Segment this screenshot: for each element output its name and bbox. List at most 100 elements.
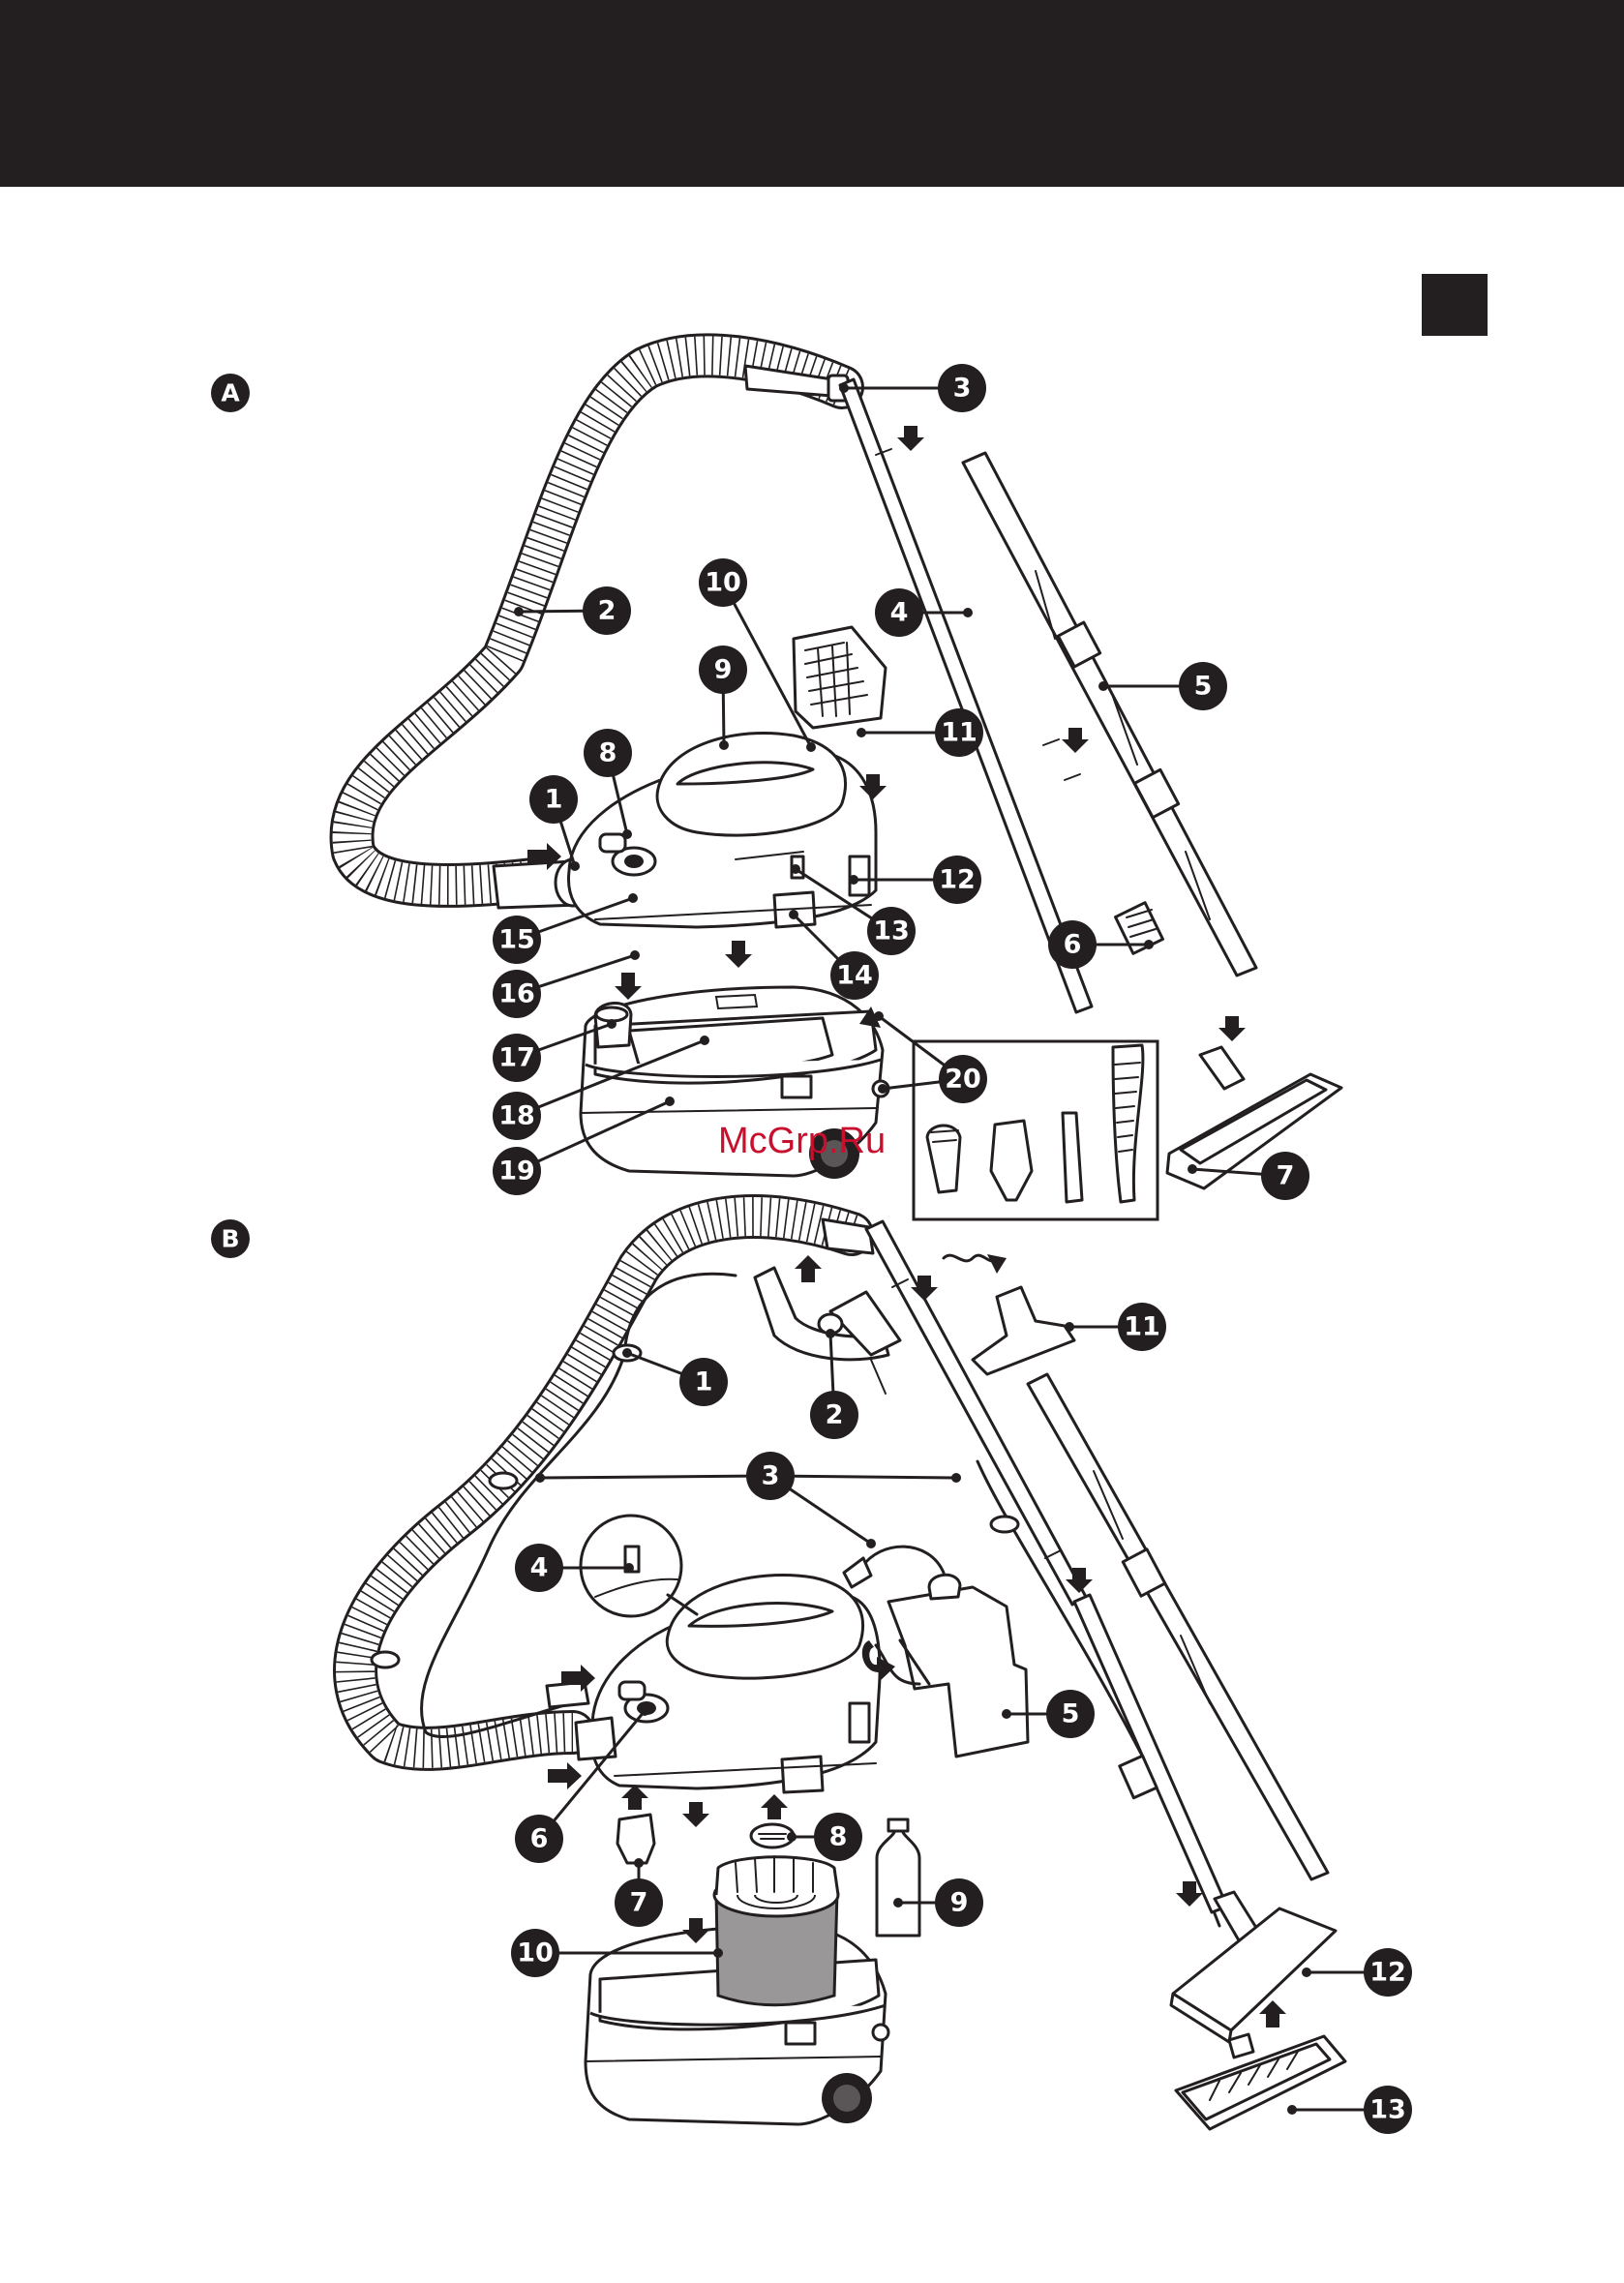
callout-anchor-dot — [839, 383, 849, 393]
callout-anchor-dot — [857, 728, 866, 737]
callout-badge: 9 — [699, 646, 747, 694]
callout-badge: 2 — [583, 586, 631, 635]
callout-anchor-dot — [866, 1539, 876, 1548]
watermark-text: McGrp.Ru — [718, 1121, 886, 1162]
callout-number: 13 — [1369, 2095, 1406, 2125]
callout-anchor-dot — [878, 1084, 887, 1094]
callout-anchor-dot — [634, 1858, 644, 1868]
callout-badge: 16 — [493, 970, 541, 1018]
callout-badge: 14 — [830, 951, 879, 1000]
callout-anchor-dot — [535, 1473, 545, 1483]
callout-number: 16 — [498, 979, 535, 1009]
callout-13: 13 — [1287, 2086, 1412, 2134]
callout-badge: 19 — [493, 1147, 541, 1195]
callout-badge: 2 — [810, 1391, 858, 1439]
callout-number: 9 — [714, 655, 733, 685]
callout-badge: 10 — [699, 558, 747, 607]
callout-badge: 4 — [875, 588, 923, 637]
callout-badge: 13 — [1364, 2086, 1412, 2134]
callout-number: 10 — [517, 1938, 554, 1968]
section-b-letter: B — [221, 1225, 239, 1253]
callout-1: 1 — [622, 1348, 728, 1406]
callout-badge: 12 — [1364, 1948, 1412, 1997]
callout-badge: 13 — [867, 907, 916, 955]
callout-anchor-dot — [826, 1329, 835, 1338]
callout-badge: 15 — [493, 916, 541, 964]
callout-number: 20 — [945, 1065, 981, 1095]
callout-anchor-dot — [789, 910, 798, 919]
callout-7: 7 — [615, 1858, 663, 1927]
callout-number: 4 — [530, 1553, 549, 1583]
callout-badge: 18 — [493, 1092, 541, 1140]
callout-anchor-dot — [665, 1096, 675, 1106]
callout-number: 11 — [941, 718, 977, 748]
section-b-drawing — [355, 1217, 1345, 2129]
callout-badge: 6 — [1048, 920, 1097, 969]
callout-anchor-dot — [874, 1011, 884, 1021]
callout-anchor-dot — [1287, 2105, 1297, 2115]
callout-number: 4 — [890, 598, 909, 628]
callout-anchor-dot — [607, 1019, 617, 1029]
callout-anchor-dot — [719, 740, 729, 750]
callout-anchor-dot — [624, 1563, 634, 1573]
callout-number: 6 — [1064, 930, 1082, 960]
section-a-letter: A — [221, 379, 240, 407]
callout-badge: 11 — [935, 708, 983, 757]
callout-badge: 7 — [1261, 1152, 1309, 1200]
callout-leader — [770, 1476, 956, 1478]
callout-number: 8 — [829, 1822, 848, 1852]
callout-anchor-dot — [1098, 681, 1108, 691]
callout-number: 1 — [695, 1367, 713, 1397]
callout-number: 8 — [599, 738, 617, 768]
callout-number: 7 — [630, 1888, 648, 1918]
callout-number: 19 — [498, 1157, 535, 1187]
callout-anchor-dot — [630, 950, 640, 960]
callout-number: 3 — [953, 374, 972, 404]
callout-number: 14 — [836, 961, 873, 991]
callout-anchor-dot — [893, 1898, 903, 1908]
callout-anchor-dot — [713, 1948, 723, 1958]
callout-number: 9 — [950, 1888, 969, 1918]
callout-badge: 3 — [746, 1452, 795, 1500]
section-a-drawing — [351, 355, 1341, 1219]
callout-badge: 12 — [933, 856, 981, 904]
callout-anchor-dot — [570, 861, 580, 871]
section-a-badge: A — [211, 374, 250, 412]
callout-badge: 9 — [935, 1878, 983, 1927]
callout-number: 6 — [530, 1824, 549, 1854]
callout-badge: 6 — [515, 1815, 563, 1863]
callout-badge: 1 — [529, 775, 578, 824]
callout-number: 12 — [1369, 1958, 1406, 1988]
callout-leader — [540, 1476, 770, 1478]
callout-badge: 5 — [1179, 662, 1227, 710]
callout-number: 2 — [598, 596, 617, 626]
callout-badge: 8 — [584, 729, 632, 777]
callout-anchor-dot — [628, 893, 638, 903]
callout-anchor-dot — [787, 1832, 797, 1842]
callout-badge: 3 — [938, 364, 986, 412]
callout-number: 2 — [826, 1400, 844, 1430]
callout-badge: 17 — [493, 1034, 541, 1082]
callout-number: 1 — [545, 785, 563, 815]
callout-anchor-dot — [951, 1473, 961, 1483]
callout-anchor-dot — [700, 1036, 709, 1045]
callout-badge: 4 — [515, 1544, 563, 1592]
callout-11: 11 — [1065, 1303, 1166, 1351]
callout-anchor-dot — [791, 864, 800, 874]
callout-number: 10 — [705, 568, 741, 598]
callout-anchor-dot — [849, 875, 858, 885]
callout-badge: 11 — [1118, 1303, 1166, 1351]
callout-badge: 10 — [511, 1929, 559, 1977]
callout-number: 5 — [1194, 672, 1213, 702]
callout-number: 5 — [1062, 1699, 1080, 1729]
callout-8: 8 — [787, 1813, 862, 1861]
callout-anchor-dot — [806, 742, 816, 752]
callout-badge: 5 — [1046, 1690, 1095, 1738]
callout-anchor-dot — [514, 607, 524, 616]
callout-number: 11 — [1124, 1312, 1160, 1342]
callout-badge: 7 — [615, 1878, 663, 1927]
callout-number: 13 — [873, 916, 910, 946]
callout-anchor-dot — [1188, 1164, 1197, 1174]
callout-number: 15 — [498, 925, 535, 955]
callout-number: 12 — [939, 865, 976, 895]
